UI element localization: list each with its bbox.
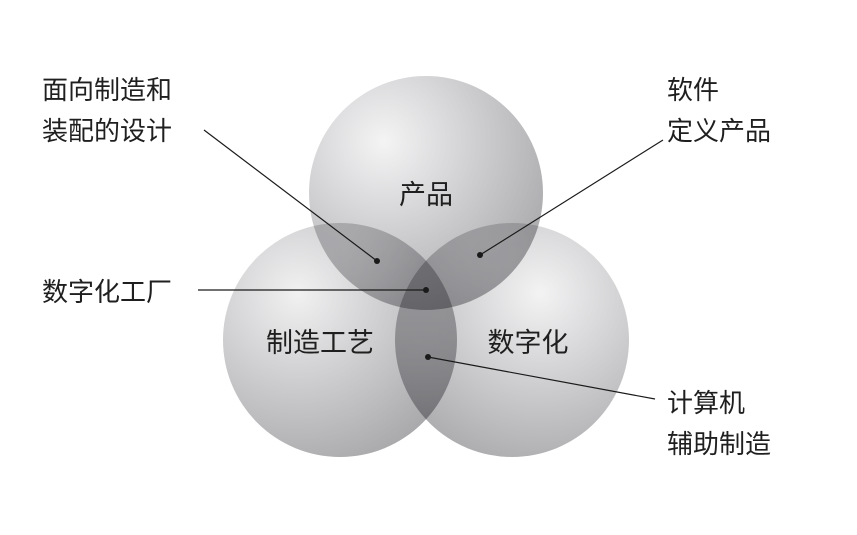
circle-digitalization <box>395 223 629 457</box>
label-software-line1: 软件 <box>667 76 719 106</box>
label-dfma-line2: 装配的设计 <box>42 117 172 147</box>
leader-dfma <box>203 129 380 264</box>
leader-cam <box>425 354 656 400</box>
leader-software-defined-product <box>477 139 664 258</box>
circle-label-manufacturing-process: 制造工艺 <box>266 328 374 359</box>
circle-label-digitalization: 数字化 <box>488 328 569 359</box>
label-digital-factory: 数字化工厂 <box>42 278 172 308</box>
label-cam-line2: 辅助制造 <box>667 430 771 460</box>
label-dfma-line1: 面向制造和 <box>42 76 172 106</box>
label-software-line2: 定义产品 <box>667 117 771 147</box>
leader-digital-factory <box>198 287 429 293</box>
circle-manufacturing-process <box>223 223 457 457</box>
label-cam-line1: 计算机 <box>667 389 745 419</box>
circle-label-product: 产品 <box>399 180 453 211</box>
